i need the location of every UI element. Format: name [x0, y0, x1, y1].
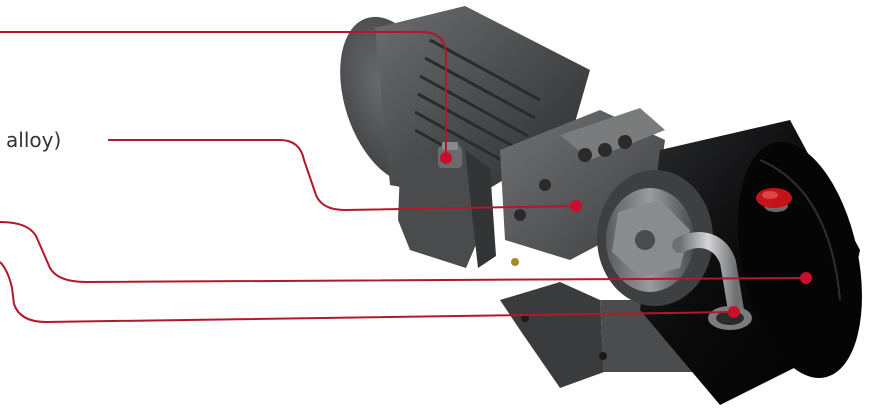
leader-line-1: [0, 31, 447, 152]
leader-line-2: [108, 139, 577, 212]
leader-lines: [0, 31, 807, 324]
leader-line-4: [0, 261, 735, 324]
callout-label-2: alloy): [6, 128, 62, 152]
pump-bell-housing: [597, 170, 713, 306]
callout-dot-icon: [800, 272, 812, 284]
oil-tank: [640, 120, 862, 405]
hydraulic-power-unit-illustration: [340, 6, 862, 405]
callout-dot-icon: [728, 306, 740, 318]
callout-dot-icon: [440, 152, 452, 164]
marker-dots: [440, 152, 812, 318]
callout-dot-icon: [570, 200, 582, 212]
leader-line-3: [0, 221, 807, 284]
